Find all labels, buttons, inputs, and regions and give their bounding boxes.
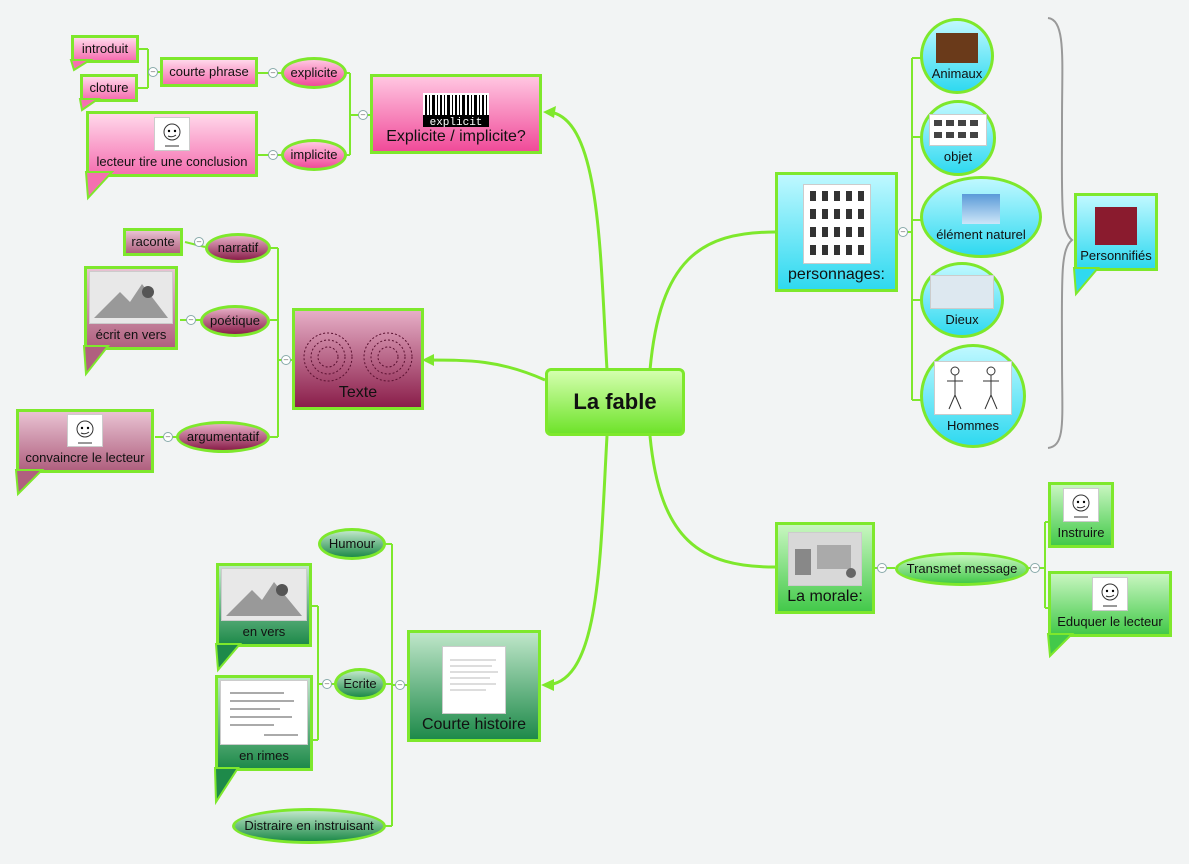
- topic-label: Explicite / implicite?: [386, 128, 526, 145]
- topic-label: personnages:: [788, 266, 885, 283]
- collapse-toggle[interactable]: –: [186, 315, 196, 325]
- node-label: cloture: [89, 80, 129, 95]
- collapse-toggle[interactable]: –: [358, 110, 368, 120]
- central-topic[interactable]: La fable: [545, 368, 685, 436]
- thinking-face-image: [67, 414, 103, 447]
- horse-image: [936, 32, 978, 63]
- collapse-toggle[interactable]: –: [877, 563, 887, 573]
- topic-personnages[interactable]: personnages:: [775, 172, 898, 292]
- topic-la-morale[interactable]: La morale:: [775, 522, 875, 614]
- gods-image: [930, 274, 994, 309]
- node-argumentatif[interactable]: argumentatif: [176, 421, 270, 453]
- topic-label: Courte histoire: [421, 716, 527, 733]
- node-animaux[interactable]: Animaux: [920, 18, 994, 94]
- node-label: objet: [943, 148, 973, 164]
- node-courte-phrase[interactable]: courte phrase: [160, 57, 258, 87]
- node-transmet-message[interactable]: Transmet message: [895, 552, 1029, 586]
- engraving-image: [89, 271, 173, 324]
- objects-image: [929, 113, 987, 146]
- node-label: Personnifiés: [1080, 248, 1152, 263]
- node-label: Hommes: [946, 417, 999, 433]
- node-label: lecteur tire une conclusion: [96, 154, 248, 169]
- collapse-toggle[interactable]: –: [268, 150, 278, 160]
- node-lecteur-conclusion[interactable]: lecteur tire une conclusion: [86, 111, 258, 177]
- node-label: implicite: [290, 147, 338, 162]
- node-ecrit-en-vers[interactable]: écrit en vers: [84, 266, 178, 350]
- node-label: narratif: [217, 240, 259, 255]
- collapse-toggle[interactable]: –: [281, 355, 291, 365]
- node-personnifies[interactable]: Personnifiés: [1074, 193, 1158, 271]
- node-label: poétique: [210, 313, 260, 328]
- node-instruire[interactable]: Instruire: [1048, 482, 1114, 548]
- node-label: explicite: [290, 65, 338, 80]
- node-label: écrit en vers: [95, 327, 167, 342]
- collapse-toggle[interactable]: –: [1030, 563, 1040, 573]
- node-label: convaincre le lecteur: [25, 450, 145, 465]
- thinking-face-image: [1092, 577, 1128, 611]
- node-introduit[interactable]: introduit: [71, 35, 139, 63]
- brace-shape: [1047, 17, 1074, 449]
- node-label: raconte: [131, 234, 175, 249]
- node-label: Eduquer le lecteur: [1057, 614, 1163, 629]
- node-hommes[interactable]: Hommes: [920, 344, 1026, 448]
- node-raconte[interactable]: raconte: [123, 228, 183, 256]
- handwritten-page-image: [220, 680, 308, 745]
- collapse-toggle[interactable]: –: [395, 680, 405, 690]
- node-implicite[interactable]: implicite: [281, 139, 347, 171]
- node-label: courte phrase: [169, 64, 249, 79]
- collapse-toggle[interactable]: –: [322, 679, 332, 689]
- wave-image: [962, 193, 1000, 224]
- text-page-image: [442, 646, 506, 714]
- node-element-naturel[interactable]: élément naturel: [920, 176, 1042, 258]
- node-dieux[interactable]: Dieux: [920, 262, 1004, 338]
- topic-label: La morale:: [787, 588, 863, 605]
- node-explicite[interactable]: explicite: [281, 57, 347, 89]
- thinking-face-image: [1063, 488, 1099, 522]
- node-label: élément naturel: [936, 226, 1026, 242]
- node-en-rimes[interactable]: en rimes: [215, 675, 313, 771]
- node-objet[interactable]: objet: [920, 100, 996, 176]
- human-anatomy-image: [934, 360, 1012, 415]
- collapse-toggle[interactable]: –: [163, 432, 173, 442]
- node-label: Dieux: [945, 311, 979, 327]
- node-label: Animaux: [931, 65, 983, 81]
- topic-label: Texte: [338, 384, 378, 401]
- collapse-toggle[interactable]: –: [268, 68, 278, 78]
- barcode-image: explicit: [423, 93, 489, 129]
- spiral-text-image: [298, 329, 418, 385]
- node-en-vers[interactable]: en vers: [216, 563, 312, 647]
- node-label: Instruire: [1057, 525, 1105, 540]
- node-narratif[interactable]: narratif: [205, 233, 271, 263]
- node-humour[interactable]: Humour: [318, 528, 386, 560]
- pillow-image: [1095, 207, 1137, 245]
- collapse-toggle[interactable]: –: [194, 237, 204, 247]
- topic-explicite-implicite[interactable]: explicit Explicite / implicite?: [370, 74, 542, 154]
- figures-grid-image: [802, 184, 871, 264]
- engraving-image: [221, 568, 307, 621]
- node-poetique[interactable]: poétique: [200, 305, 270, 337]
- node-label: en vers: [242, 624, 286, 639]
- node-distraire[interactable]: Distraire en instruisant: [232, 808, 386, 844]
- collapse-toggle[interactable]: –: [898, 227, 908, 237]
- node-ecrite[interactable]: Ecrite: [334, 668, 386, 700]
- comic-image: [788, 532, 862, 586]
- thinking-face-image: [154, 117, 190, 151]
- topic-texte[interactable]: Texte: [292, 308, 424, 410]
- central-topic-label: La fable: [573, 389, 657, 414]
- node-label: argumentatif: [186, 429, 260, 444]
- node-label: introduit: [81, 41, 129, 56]
- node-label: Transmet message: [906, 561, 1018, 576]
- node-label: Distraire en instruisant: [244, 818, 374, 833]
- node-convaincre[interactable]: convaincre le lecteur: [16, 409, 154, 473]
- node-label: Humour: [328, 536, 376, 551]
- collapse-toggle[interactable]: –: [148, 67, 158, 77]
- node-eduquer[interactable]: Eduquer le lecteur: [1048, 571, 1172, 637]
- topic-courte-histoire[interactable]: Courte histoire: [407, 630, 541, 742]
- node-label: Ecrite: [343, 676, 377, 691]
- node-label: en rimes: [239, 748, 289, 763]
- barcode-text: explicit: [430, 117, 483, 127]
- node-cloture[interactable]: cloture: [80, 74, 138, 102]
